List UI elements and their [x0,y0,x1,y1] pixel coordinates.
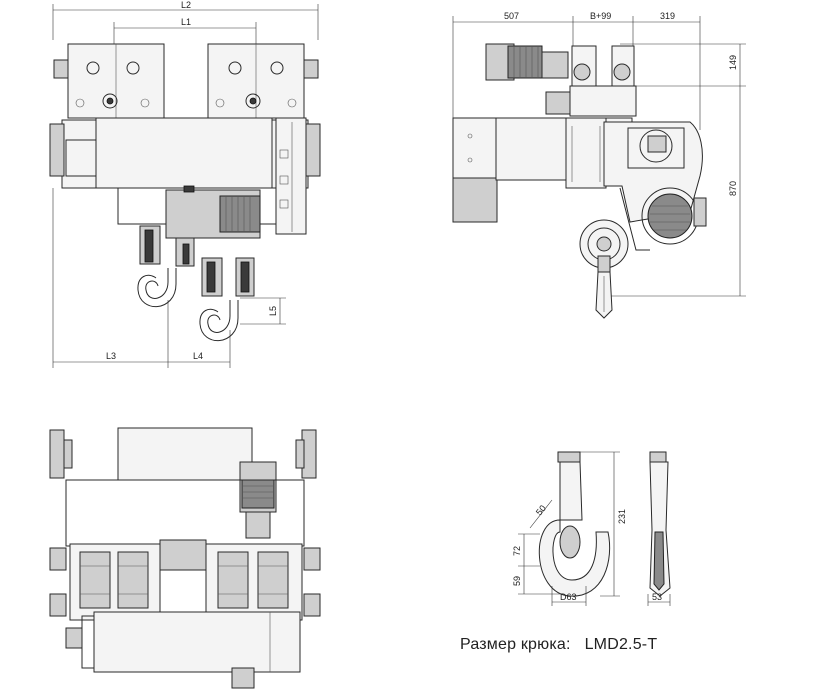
dim-53: 53 [652,592,662,602]
dim-B-plus-99: B+99 [590,11,611,21]
dim-L5: L5 [268,306,278,316]
side-view: 507 B+99 319 149 870 [452,11,746,319]
dim-870: 870 [728,181,738,196]
dim-319: 319 [660,11,675,21]
caption-label: Размер крюка: [460,636,571,653]
wheel-assembly-left [79,551,149,609]
caption-model: LMD2.5-T [584,636,658,653]
dim-149: 149 [728,55,738,70]
dim-72: 72 [512,546,522,556]
hook-size-caption: Размер крюка: LMD2.5-T [460,636,657,654]
dim-L3: L3 [106,351,116,361]
front-view: L2 L1 [49,0,321,368]
dim-50: 50 [534,503,548,517]
dim-L2: L2 [181,0,191,10]
dim-59: 59 [512,576,522,586]
dim-L1: L1 [181,17,191,27]
wheel-assembly-right [217,551,289,609]
dim-L4: L4 [193,351,203,361]
dim-507: 507 [504,11,519,21]
plan-view [49,427,321,689]
hook-detail: 50 231 72 59 D63 53 [512,451,671,606]
dim-D63: D63 [560,592,577,602]
dim-231: 231 [617,509,627,524]
